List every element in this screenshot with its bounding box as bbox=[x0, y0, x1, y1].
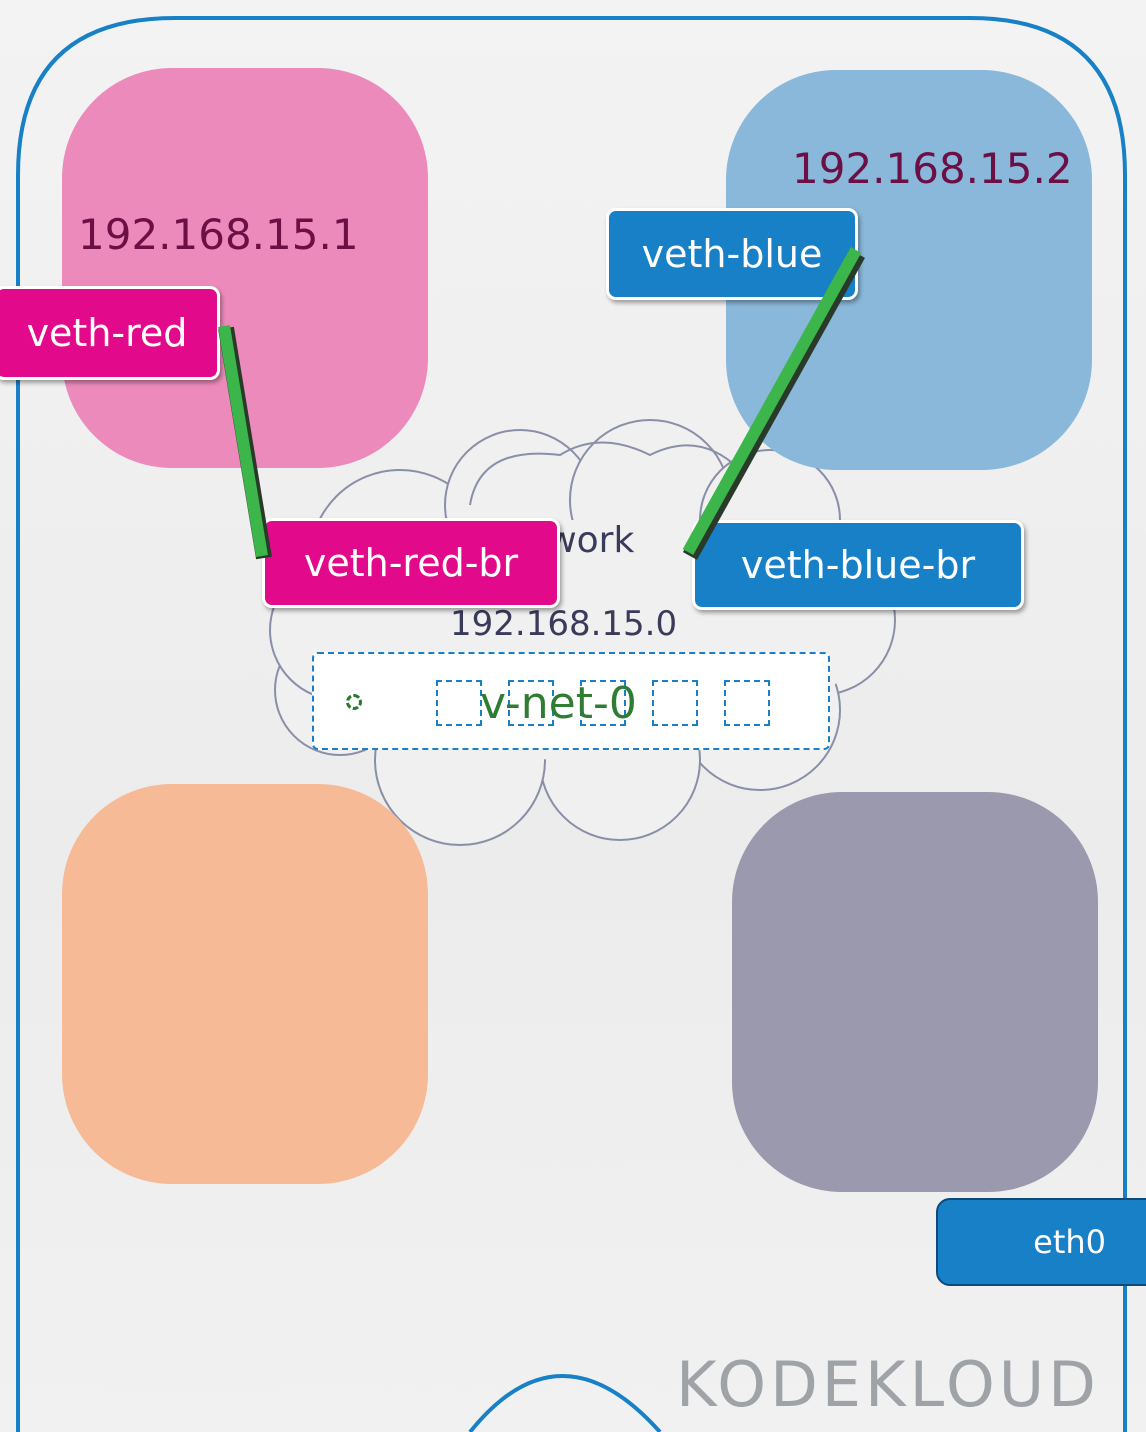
eth0-interface[interactable]: eth0 bbox=[936, 1198, 1146, 1286]
switch-port bbox=[508, 680, 554, 726]
switch-port bbox=[436, 680, 482, 726]
ip-red: 192.168.15.1 bbox=[78, 210, 359, 259]
veth-red-tag[interactable]: veth-red bbox=[0, 286, 220, 380]
ip-blue: 192.168.15.2 bbox=[792, 144, 1073, 193]
switch-name: v-net-0 bbox=[480, 678, 637, 729]
namespace-red bbox=[62, 68, 428, 468]
host-outline bbox=[16, 16, 1127, 1432]
switch-port bbox=[652, 680, 698, 726]
kodekloud-logo: KODEKLOUD bbox=[676, 1348, 1100, 1421]
network-address: 192.168.15.0 bbox=[450, 604, 678, 644]
namespace-orange bbox=[62, 784, 428, 1184]
switch-port bbox=[580, 680, 626, 726]
virtual-switch[interactable]: v-net-0 bbox=[312, 652, 830, 750]
switch-port bbox=[724, 680, 770, 726]
switch-status-icon bbox=[346, 694, 362, 710]
bottom-arc bbox=[468, 1374, 662, 1432]
veth-blue-tag[interactable]: veth-blue bbox=[606, 208, 858, 300]
veth-red-br-tag[interactable]: veth-red-br bbox=[262, 518, 560, 608]
namespace-gray bbox=[732, 792, 1098, 1192]
veth-blue-br-tag[interactable]: veth-blue-br bbox=[692, 520, 1024, 610]
